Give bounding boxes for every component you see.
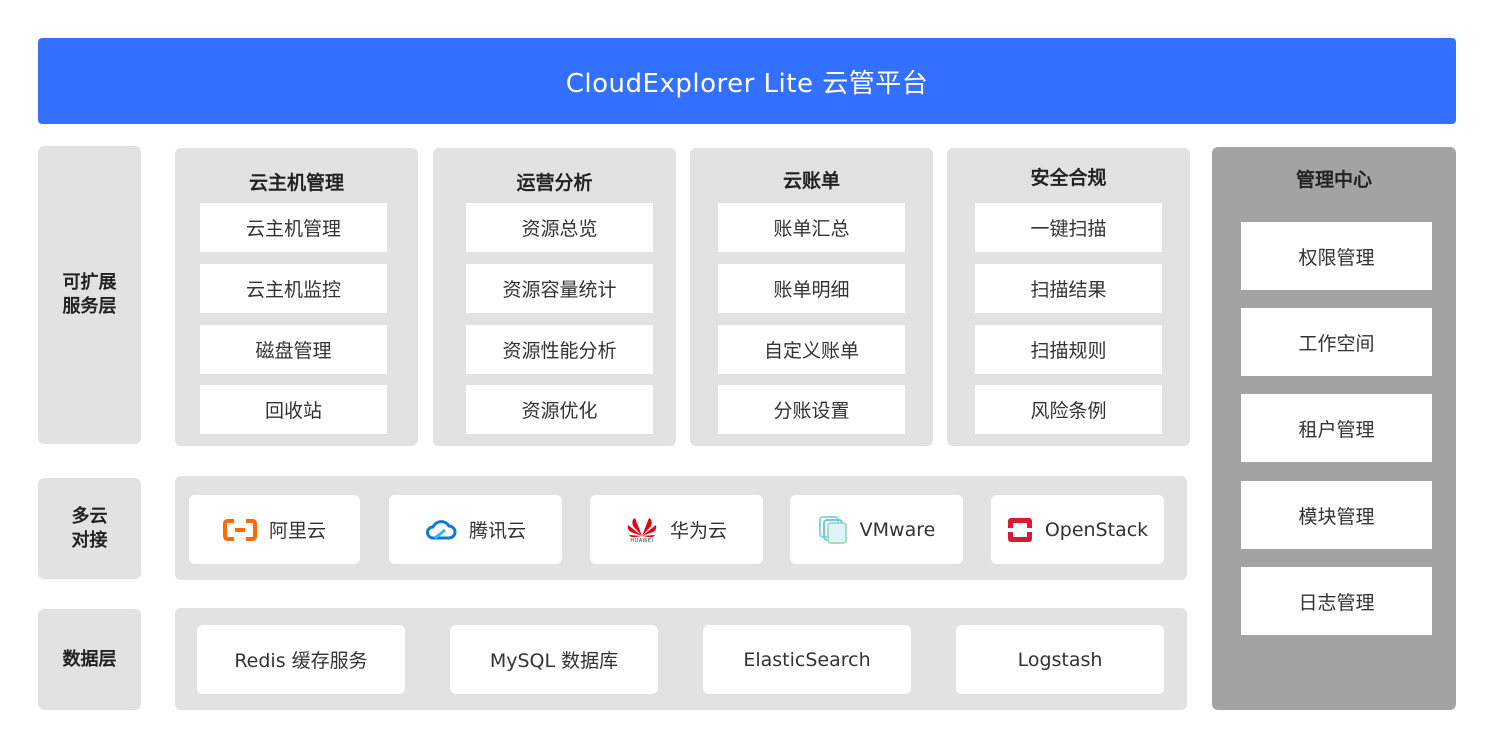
module-item: 风险条例: [975, 385, 1162, 434]
module-item: 云主机管理: [200, 203, 387, 252]
layer-label-text: 数据层: [62, 648, 117, 670]
module-item: 账单汇总: [718, 203, 905, 252]
multicloud-layer-label: 多云 对接: [38, 478, 141, 579]
management-center-title: 管理中心: [1295, 169, 1372, 191]
management-item: 工作空间: [1241, 308, 1432, 376]
data-service-card: Logstash: [956, 625, 1164, 694]
layer-label-line: 服务层: [62, 296, 117, 317]
module-item: 磁盘管理: [200, 325, 387, 374]
huawei-icon: HUAWEI: [626, 516, 658, 544]
data-service-card: ElasticSearch: [703, 625, 911, 694]
cloud-name: 腾讯云: [468, 520, 526, 542]
management-item: 权限管理: [1241, 222, 1432, 290]
management-center-panel: 管理中心 权限管理 工作空间 租户管理 模块管理 日志管理: [1212, 147, 1456, 710]
module-security-compliance: 安全合规 一键扫描 扫描结果 扫描规则 风险条例: [947, 148, 1190, 446]
module-item: 资源优化: [466, 385, 653, 434]
module-item: 分账设置: [718, 385, 905, 434]
multicloud-panel: 阿里云 腾讯云 HUAWEI 华为云: [175, 476, 1187, 580]
extensible-service-layer-label: 可扩展 服务层: [38, 146, 141, 444]
cloud-card-huawei: HUAWEI 华为云: [590, 495, 763, 564]
module-item: 资源性能分析: [466, 325, 653, 374]
module-title: 云主机管理: [248, 172, 344, 194]
data-layer-panel: Redis 缓存服务 MySQL 数据库 ElasticSearch Logst…: [175, 608, 1187, 710]
module-item: 自定义账单: [718, 325, 905, 374]
module-vm-management: 云主机管理 云主机管理 云主机监控 磁盘管理 回收站: [175, 148, 418, 446]
platform-title-bar: CloudExplorer Lite 云管平台: [38, 38, 1456, 124]
cloud-card-openstack: OpenStack: [991, 495, 1164, 564]
cloud-card-tencent: 腾讯云: [389, 495, 562, 564]
openstack-icon: [1007, 517, 1033, 543]
huawei-logo-caption: HUAWEI: [630, 537, 654, 544]
module-title: 运营分析: [516, 172, 593, 194]
module-item: 扫描结果: [975, 264, 1162, 313]
cloud-name: 华为云: [669, 520, 727, 542]
tencent-cloud-icon: [425, 518, 457, 542]
cloud-name: VMware: [859, 518, 936, 541]
data-service-card: MySQL 数据库: [450, 625, 658, 694]
module-operations-analysis: 运营分析 资源总览 资源容量统计 资源性能分析 资源优化: [433, 148, 676, 446]
management-item: 日志管理: [1241, 567, 1432, 635]
platform-title: CloudExplorer Lite 云管平台: [565, 68, 929, 99]
module-item: 云主机监控: [200, 264, 387, 313]
vmware-icon: [818, 515, 848, 545]
cloud-name: OpenStack: [1044, 518, 1149, 541]
module-title: 安全合规: [1030, 167, 1107, 189]
module-item: 资源总览: [466, 203, 653, 252]
management-item: 租户管理: [1241, 394, 1432, 462]
module-item: 回收站: [200, 385, 387, 434]
layer-label-line: 多云: [71, 505, 108, 527]
data-service-card: Redis 缓存服务: [197, 625, 405, 694]
module-item: 账单明细: [718, 264, 905, 313]
module-title: 云账单: [782, 170, 840, 192]
layer-label-line: 对接: [71, 529, 108, 551]
aliyun-icon: [222, 518, 257, 542]
management-item: 模块管理: [1241, 481, 1432, 549]
module-item: 一键扫描: [975, 203, 1162, 252]
data-layer-label: 数据层: [38, 609, 141, 710]
layer-label-line: 可扩展: [62, 272, 117, 293]
cloud-card-aliyun: 阿里云: [189, 495, 360, 564]
cloud-name: 阿里云: [268, 520, 326, 542]
module-item: 资源容量统计: [466, 264, 653, 313]
module-cloud-billing: 云账单 账单汇总 账单明细 自定义账单 分账设置: [690, 148, 933, 446]
module-item: 扫描规则: [975, 325, 1162, 374]
cloud-card-vmware: VMware: [790, 495, 963, 564]
